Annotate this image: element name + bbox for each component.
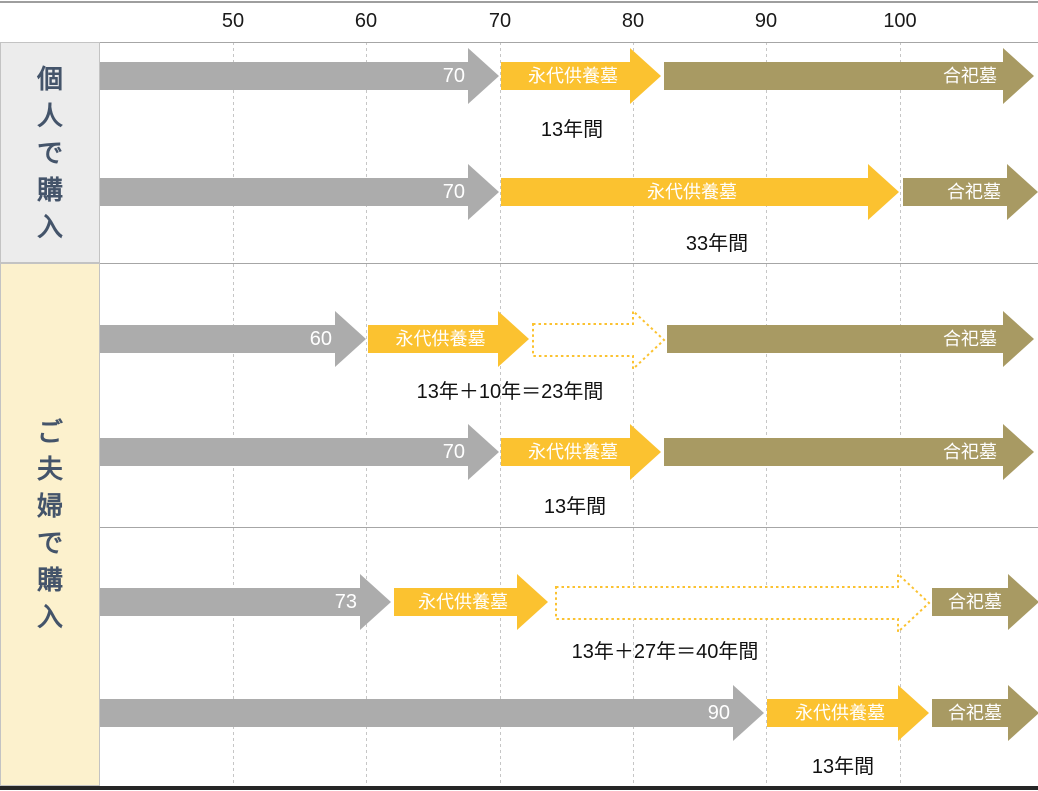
communal-grave-arrow-body — [667, 325, 1003, 353]
gray-arrow-body — [100, 325, 335, 353]
duration-caption: 33年間 — [685, 233, 749, 255]
communal-grave-arrow-body — [932, 588, 1008, 616]
top-border — [0, 1, 1038, 3]
age-label: 60 — [309, 328, 332, 350]
age-label: 70 — [442, 181, 465, 203]
eternal-grave-arrow-body — [394, 588, 517, 616]
sidebar-char: 人 — [36, 100, 63, 131]
grid-line-60 — [366, 42, 367, 786]
gray-arrow-head — [335, 311, 366, 367]
gray-arrow-body — [100, 438, 468, 466]
communal-grave-label: 合祀墓 — [943, 442, 997, 462]
axis-tick-50: 50 — [221, 10, 245, 32]
sidebar-char: ご — [36, 417, 63, 447]
communal-grave-label: 合祀墓 — [948, 592, 1002, 612]
eternal-grave-label: 永代供養墓 — [418, 592, 508, 612]
sidebar-section-couple: ご 夫 婦 で 購 入 — [0, 263, 100, 786]
couple-divider — [100, 527, 1038, 528]
sidebar-char: 入 — [36, 211, 63, 242]
eternal-grave-arrow-body — [368, 325, 498, 353]
dashed-extension-arrow — [532, 309, 666, 371]
communal-grave-label: 合祀墓 — [947, 182, 1001, 202]
gray-arrow-head — [468, 48, 499, 104]
axis-tick-90: 90 — [754, 10, 778, 32]
eternal-grave-arrow-body — [501, 178, 868, 206]
communal-grave-label: 合祀墓 — [948, 703, 1002, 723]
sidebar-char: で — [36, 528, 63, 558]
eternal-grave-label: 永代供養墓 — [795, 703, 885, 723]
sidebar-char: で — [36, 137, 63, 168]
sidebar-char: 入 — [36, 602, 63, 632]
communal-grave-arrow-head — [1003, 311, 1034, 367]
age-label: 90 — [707, 702, 730, 724]
sidebar-char: 夫 — [36, 454, 63, 484]
gray-arrow-body — [100, 588, 360, 616]
axis-tick-100: 100 — [883, 10, 917, 32]
duration-caption: 13年間 — [543, 496, 607, 518]
eternal-grave-label: 永代供養墓 — [528, 442, 618, 462]
eternal-grave-arrow-head — [868, 164, 899, 220]
sidebar-char: 購 — [36, 565, 63, 595]
eternal-grave-arrow-head — [630, 424, 661, 480]
eternal-grave-label: 永代供養墓 — [395, 329, 486, 349]
communal-grave-arrow-body — [664, 62, 1003, 90]
communal-grave-label: 合祀墓 — [943, 329, 997, 349]
bottom-border — [0, 786, 1038, 790]
age-label: 70 — [442, 65, 465, 87]
axis-tick-80: 80 — [621, 10, 645, 32]
sidebar-section-individual: 個 人 で 購 入 — [0, 42, 100, 263]
communal-grave-arrow-head — [1003, 48, 1034, 104]
age-label: 73 — [334, 591, 357, 613]
dashed-extension-arrow — [555, 572, 931, 634]
communal-grave-arrow-head — [1007, 164, 1038, 220]
duration-caption: 13年間 — [540, 119, 604, 141]
grid-line-70 — [500, 42, 501, 786]
grid-line-90 — [766, 42, 767, 786]
communal-grave-arrow-head — [1003, 424, 1034, 480]
grid-line-50 — [233, 42, 234, 786]
gray-arrow-head — [360, 574, 391, 630]
eternal-grave-arrow-body — [767, 699, 898, 727]
sidebar-char: 個 — [36, 63, 63, 94]
gray-arrow-head — [733, 685, 764, 741]
grid-line-100 — [900, 42, 901, 786]
duration-caption: 13年＋10年＝23年間 — [416, 381, 604, 403]
duration-caption: 13年＋27年＝40年間 — [571, 641, 759, 663]
eternal-grave-arrow-body — [501, 438, 630, 466]
section-divider — [0, 263, 1038, 264]
communal-grave-arrow-body — [903, 178, 1007, 206]
eternal-grave-arrow-head — [498, 311, 529, 367]
communal-grave-arrow-body — [664, 438, 1003, 466]
sidebar-char: 婦 — [36, 491, 63, 521]
gray-arrow-body — [100, 178, 468, 206]
gray-arrow-body — [100, 699, 733, 727]
axis-tick-60: 60 — [354, 10, 378, 32]
communal-grave-arrow-body — [932, 699, 1008, 727]
eternal-grave-label: 永代供養墓 — [647, 182, 737, 202]
gray-arrow-body — [100, 62, 468, 90]
sidebar-char: 購 — [36, 174, 63, 205]
duration-caption: 13年間 — [811, 756, 875, 778]
axis-divider — [0, 42, 1038, 43]
eternal-grave-label: 永代供養墓 — [528, 66, 618, 86]
eternal-grave-arrow-head — [630, 48, 661, 104]
communal-grave-label: 合祀墓 — [943, 66, 997, 86]
grid-line-80 — [633, 42, 634, 786]
gray-arrow-head — [468, 424, 499, 480]
communal-grave-arrow-head — [1008, 574, 1038, 630]
axis-tick-70: 70 — [488, 10, 512, 32]
age-label: 70 — [442, 441, 465, 463]
gray-arrow-head — [468, 164, 499, 220]
communal-grave-arrow-head — [1008, 685, 1038, 741]
eternal-grave-arrow-body — [501, 62, 630, 90]
eternal-grave-arrow-head — [517, 574, 548, 630]
eternal-grave-arrow-head — [898, 685, 929, 741]
